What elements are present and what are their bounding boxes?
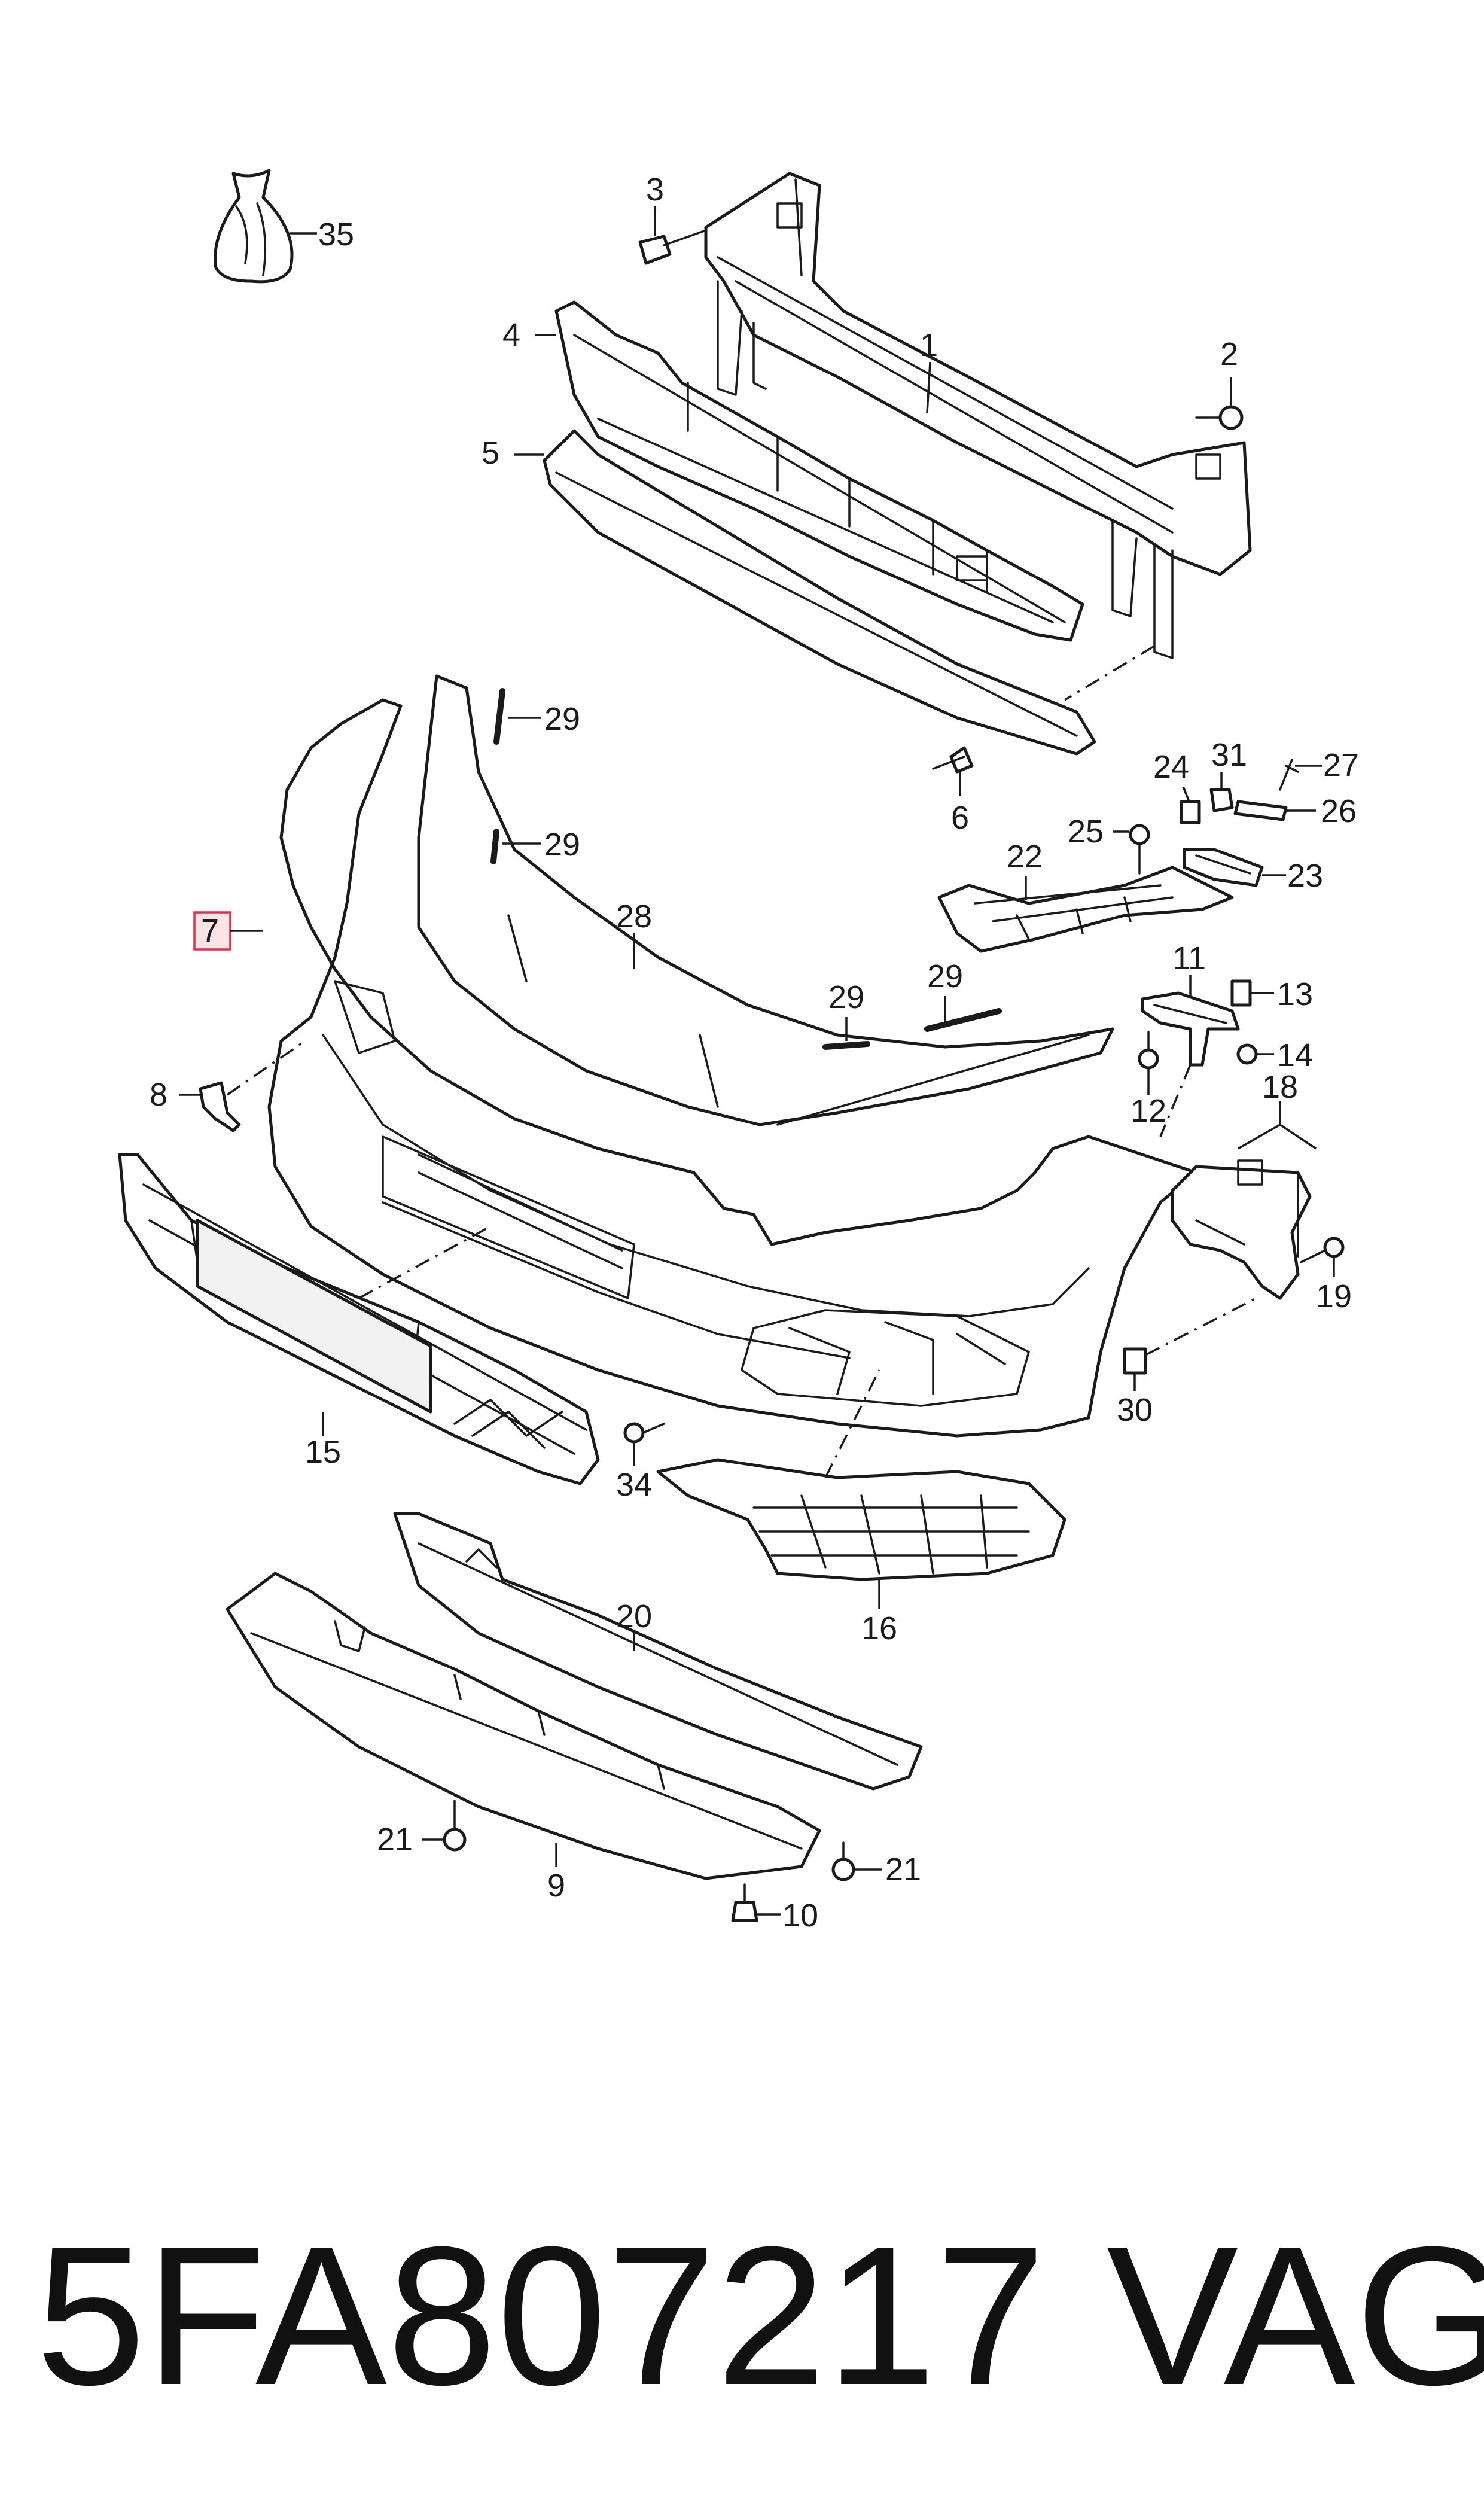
part-9-spoiler (226, 1572, 821, 1880)
part-24-clip (1180, 800, 1201, 824)
callout-29a: 29 (544, 701, 580, 737)
part-12-screw (1138, 1031, 1159, 1070)
part-29-strips (490, 688, 1002, 1050)
callout-2: 2 (1220, 336, 1238, 372)
callout-29d: 29 (927, 958, 963, 994)
callout-26: 26 (1321, 793, 1357, 829)
callout-18: 18 (1262, 1069, 1298, 1105)
part-11-guide (1141, 991, 1240, 1067)
part-5-deflector (543, 429, 1096, 756)
callout-12: 12 (1130, 1093, 1166, 1129)
callout-4: 4 (502, 317, 520, 353)
callout-8: 8 (150, 1077, 167, 1113)
callout-20: 20 (616, 1599, 652, 1634)
callout-21a: 21 (377, 1822, 413, 1858)
assembly-link-1 (1064, 645, 1155, 701)
callout-21b: 21 (885, 1852, 921, 1887)
part-25-screw (1129, 824, 1150, 875)
part-21-screw-a (443, 1800, 467, 1852)
callout-35: 35 (318, 217, 354, 252)
assembly-link-15 (358, 1225, 491, 1299)
callout-34: 34 (616, 1467, 652, 1503)
callout-23: 23 (1287, 858, 1323, 894)
part-28-trim (417, 674, 1114, 1126)
part-13-clip (1230, 979, 1252, 1007)
callout-5: 5 (482, 435, 499, 471)
leader-24 (1182, 786, 1190, 802)
callout-1: 1 (920, 327, 938, 363)
callout-29c: 29 (828, 979, 864, 1015)
part-34-screw (623, 1422, 665, 1444)
part-number: 5FA807217 (36, 2205, 1046, 2426)
part-10-clip (731, 1883, 758, 1922)
brand: VAG (1107, 2205, 1484, 2426)
callout-16: 16 (861, 1610, 897, 1646)
callout-13: 13 (1277, 976, 1313, 1012)
callout-6: 6 (951, 800, 969, 836)
part-30-nut (1123, 1347, 1147, 1375)
part-3-bolt (638, 229, 707, 265)
callout-19: 19 (1316, 1278, 1352, 1314)
part-6-clip (932, 746, 974, 774)
callout-15: 15 (305, 1434, 341, 1470)
part-16-side-grille (656, 1458, 1066, 1581)
callout-30: 30 (1117, 1392, 1153, 1428)
part-19-screw (1300, 1237, 1345, 1263)
part-26-strip (1233, 800, 1288, 821)
callout-29b: 29 (544, 827, 580, 863)
part-2-screw (1195, 405, 1244, 430)
callout-9: 9 (547, 1868, 565, 1904)
part-4-absorber (554, 300, 1084, 642)
part-1-carrier (704, 172, 1252, 659)
callout-10: 10 (782, 1898, 818, 1934)
callout-11: 11 (1172, 940, 1206, 976)
callout-31: 31 (1211, 737, 1247, 773)
callout-27: 27 (1323, 747, 1359, 783)
part-31-clip (1209, 788, 1234, 812)
part-22-bracket (937, 866, 1234, 953)
leader-1 (926, 361, 931, 413)
part-35-bag (214, 169, 294, 284)
assembly-link-11 (1159, 1064, 1192, 1137)
part-14-screw (1236, 1043, 1258, 1065)
leader-18 (1238, 1101, 1317, 1150)
part-21-screw-b (831, 1841, 855, 1881)
callout-28: 28 (616, 899, 652, 934)
part-15-grille (118, 1153, 600, 1485)
part-20-guard (393, 1512, 923, 1791)
assembly-link-8 (227, 1040, 306, 1096)
part-18-bracket (1171, 1159, 1312, 1300)
assembly-link-30 (1145, 1297, 1257, 1356)
assembly-link-16 (824, 1369, 880, 1478)
callout-7: 7 (201, 913, 219, 949)
part-27-pin (1279, 759, 1299, 791)
callout-24: 24 (1153, 749, 1189, 785)
part-23-guide (1183, 848, 1264, 887)
callout-14: 14 (1277, 1037, 1313, 1073)
callout-3: 3 (646, 172, 664, 208)
part-8-bracket (199, 1081, 241, 1132)
callout-25: 25 (1068, 814, 1104, 850)
callout-22: 22 (1007, 839, 1043, 875)
